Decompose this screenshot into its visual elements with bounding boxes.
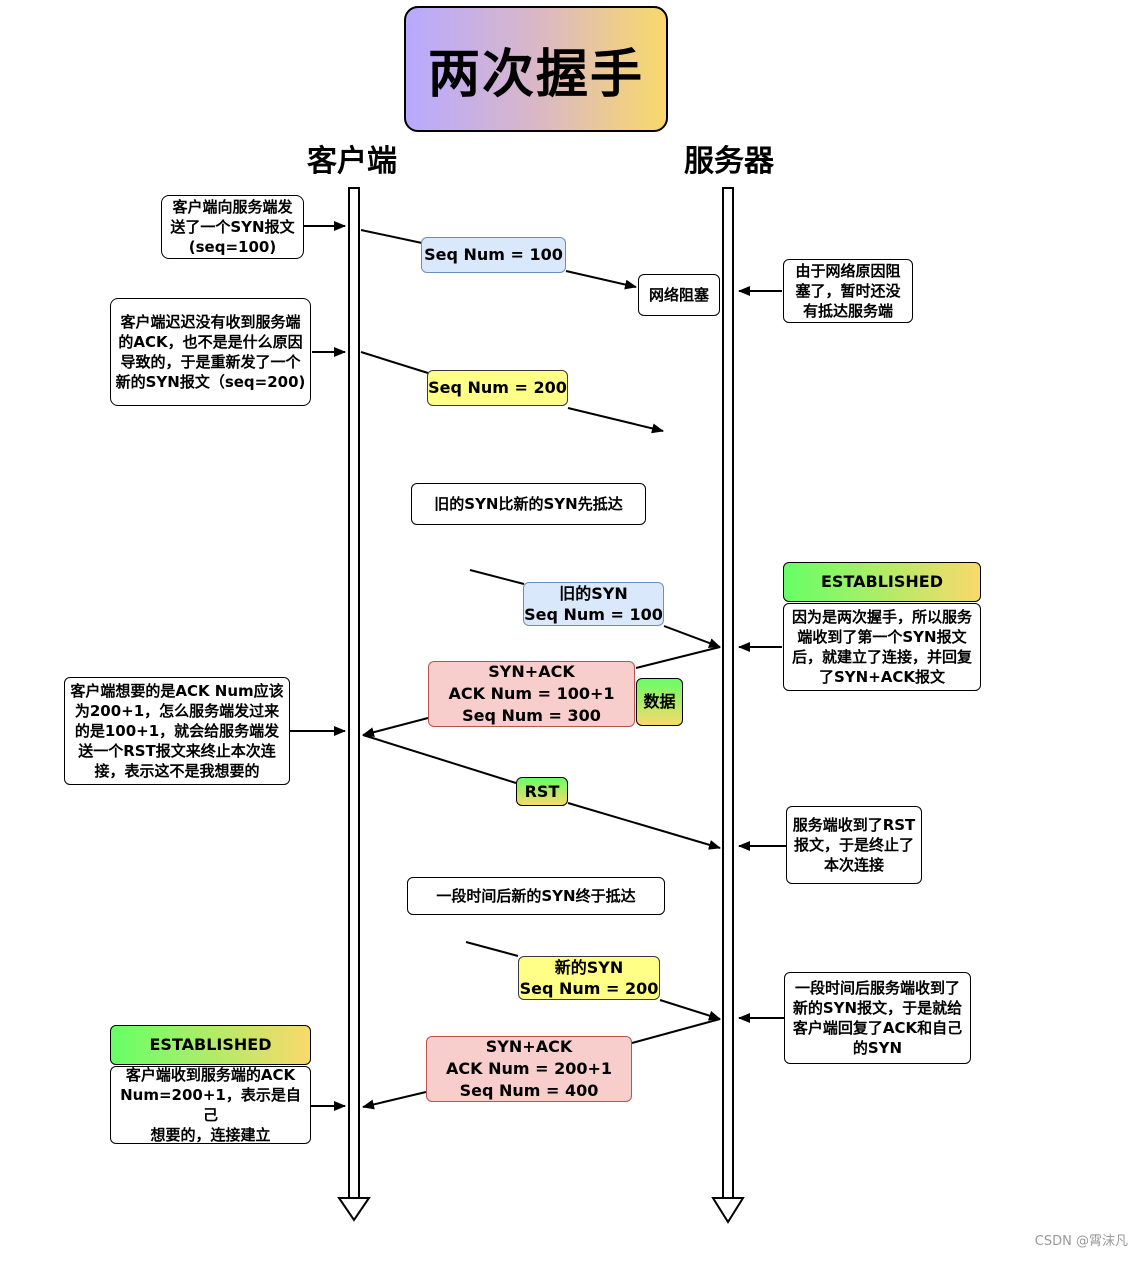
page-title: 两次握手 [427,44,644,105]
msg-seq100: Seq Num = 100 [421,237,566,273]
msg-new-syn: 新的SYN Seq Num = 200 [518,956,660,1000]
msg-seq100-line-a [360,229,423,244]
note-client-send-syn: 客户端向服务端发 送了一个SYN报文 (seq=100) [161,195,304,259]
note-block-reason: 由于网络原因阻 塞了，暂时还没 有抵达服务端 [783,259,913,323]
server-lane-title: 服务器 [684,144,774,179]
msg-seq100-line-b [565,270,637,290]
note-client-resend: 客户端迟迟没有收到服务端 的ACK，也不是是什么原因 导致的，于是重新发了一个 … [110,298,311,406]
msg-synack-1: SYN+ACK ACK Num = 100+1 Seq Num = 300 [428,661,635,727]
client-lane-title: 客户端 [307,144,397,179]
rst-line-a [362,734,517,784]
new-syn-line-a [465,941,519,957]
new-syn-line-b [659,999,721,1021]
msg-seq200-line-a [360,351,429,374]
badge-server-established: ESTABLISHED [783,562,981,602]
rst-line-b [567,802,721,850]
old-syn-line-a [469,569,525,585]
synack1-line-b [362,717,429,738]
note-new-arrives-later: 一段时间后新的SYN终于抵达 [407,877,665,915]
page-title-box: 两次握手 [404,6,668,132]
badge-data: 数据 [636,678,683,726]
watermark: CSDN @霄沫凡 [1034,1234,1128,1249]
synack2-line-a [631,1018,721,1044]
synack2-line-b [362,1091,427,1110]
note-server-reply: 一段时间后服务端收到了 新的SYN报文，于是就给 客户端回复了ACK和自己 的S… [784,972,971,1064]
note-network-block: 网络阻塞 [638,274,720,316]
client-lifeline [337,187,371,1222]
server-lifeline [711,187,745,1224]
msg-synack-2: SYN+ACK ACK Num = 200+1 Seq Num = 400 [426,1036,632,1102]
msg-seq200-line-b [567,407,664,434]
msg-seq200: Seq Num = 200 [427,370,568,406]
note-old-arrives-first: 旧的SYN比新的SYN先抵达 [411,483,646,525]
old-syn-line-b [663,625,721,648]
note-server-established: 因为是两次握手，所以服务 端收到了第一个SYN报文 后，就建立了连接，并回复 了… [783,603,981,691]
synack1-line-a [635,646,721,669]
msg-old-syn: 旧的SYN Seq Num = 100 [523,582,664,626]
msg-rst: RST [516,777,568,806]
note-client-established: 客户端收到服务端的ACK Num=200+1，表示是自己 想要的，连接建立 [110,1066,311,1144]
badge-client-established: ESTABLISHED [110,1025,311,1065]
note-server-rst: 服务端收到了RST 报文，于是终止了 本次连接 [786,806,922,884]
note-client-rst: 客户端想要的是ACK Num应该 为200+1，怎么服务端发过来 的是100+1… [64,677,290,785]
